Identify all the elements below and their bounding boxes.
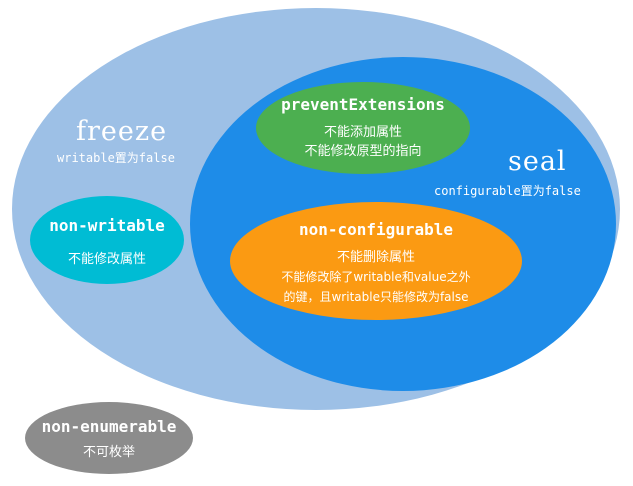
non-enumerable-region <box>25 402 193 474</box>
prevent-extensions-title: preventExtensions <box>281 95 445 114</box>
seal-description: configurable置为false <box>434 184 581 198</box>
freeze-description: writable置为false <box>57 151 175 165</box>
non-writable-region <box>30 196 184 284</box>
non-writable-title: non-writable <box>49 216 165 235</box>
seal-title: seal <box>508 146 567 177</box>
non-configurable-line2: 不能修改除了writable和value之外 <box>281 270 471 284</box>
non-enumerable-title: non-enumerable <box>41 417 177 436</box>
non-writable-line1: 不能修改属性 <box>67 252 146 267</box>
non-configurable-region <box>230 202 522 320</box>
prevent-extensions-line2: 不能修改原型的指向 <box>304 144 422 159</box>
non-enumerable-line1: 不可枚举 <box>82 445 135 460</box>
non-configurable-title: non-configurable <box>298 220 454 239</box>
prevent-extensions-line1: 不能添加属性 <box>323 125 402 140</box>
non-configurable-line1: 不能删除属性 <box>336 250 415 265</box>
non-configurable-line3: 的键，且writable只能修改为false <box>283 290 469 304</box>
freeze-title: freeze <box>76 116 168 147</box>
prevent-extensions-region <box>256 82 470 174</box>
